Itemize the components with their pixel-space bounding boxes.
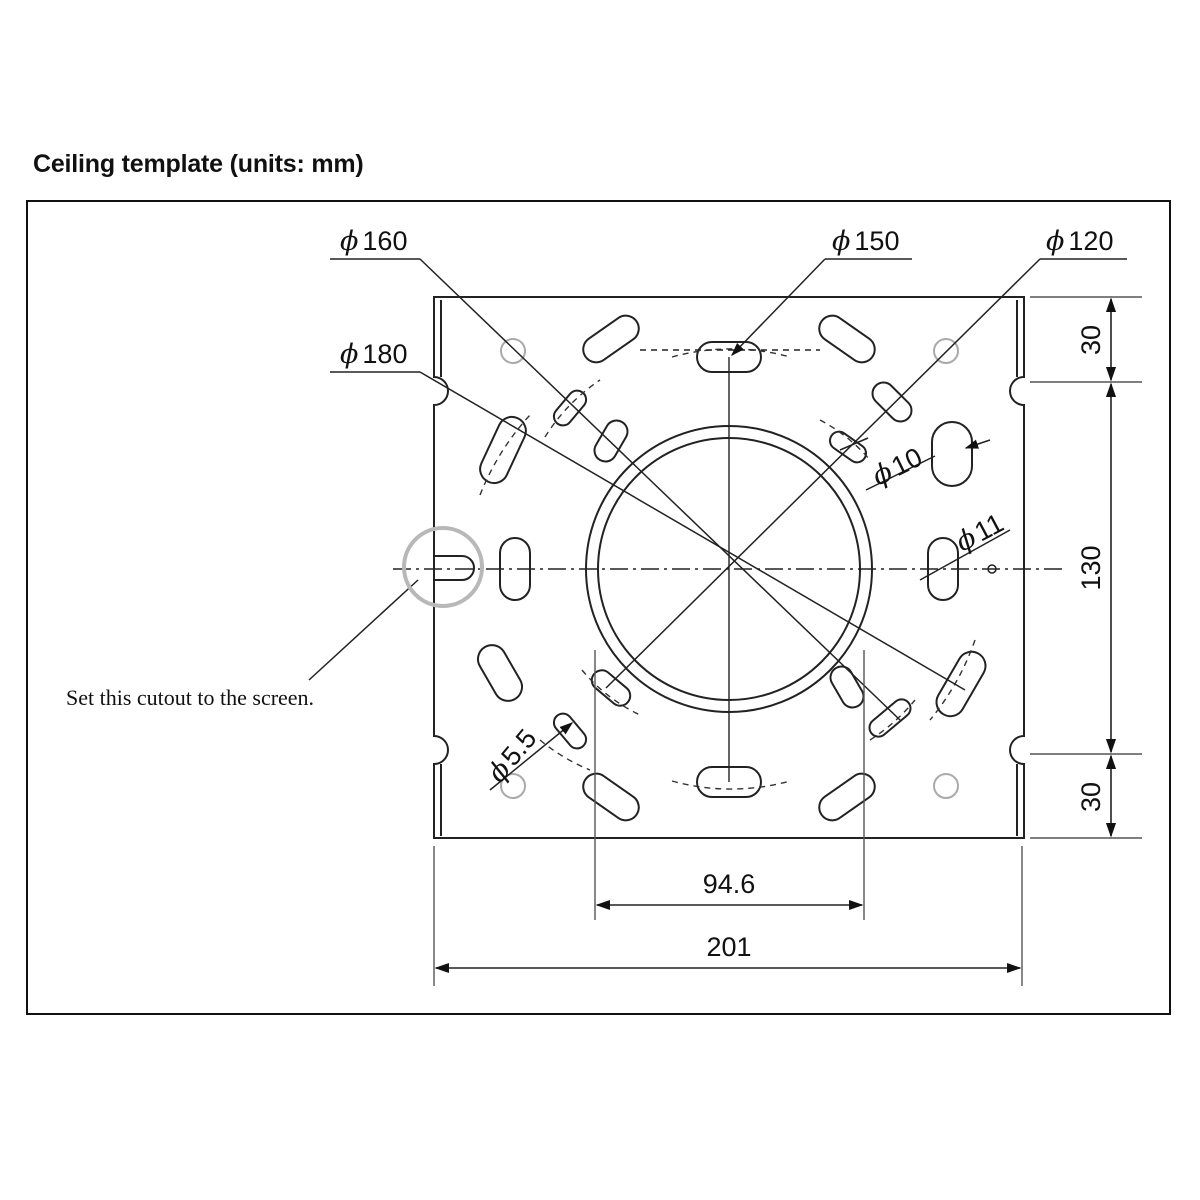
bracket-plate [433,296,1025,839]
cutout-note: Set this cutout to the screen. [66,685,314,710]
diameter-label-11: ϕ11 [951,508,1009,559]
dimension-top-band: 30 [1076,325,1106,355]
center-lines [393,349,1065,782]
dimension-lines [434,297,1117,974]
dimension-inner-width: 94.6 [703,869,756,899]
cutout-highlight-circle [402,526,484,608]
diameter-label-5-5: ϕ5.5 [482,723,544,788]
page-title: Ceiling template (units: mm) [33,150,364,178]
template-frame [26,200,1171,1015]
dimension-middle-band: 130 [1076,545,1106,590]
diameter-label-10: ϕ10 [867,442,927,492]
dimension-overall-width: 201 [706,932,751,962]
dimension-bottom-band: 30 [1076,782,1106,812]
corner-holes [500,338,959,799]
reference-circles [479,348,976,790]
extension-lines [433,296,1142,986]
leader-lines [308,258,1127,791]
